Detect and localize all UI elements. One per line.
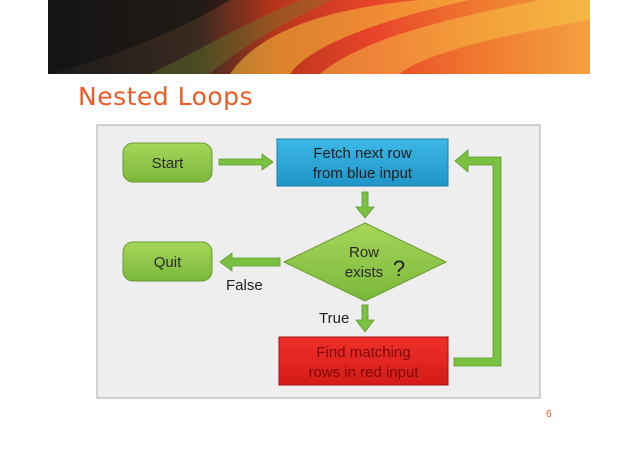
- true-label: True: [319, 310, 349, 327]
- quit-node: [122, 241, 213, 282]
- false-label: False: [226, 277, 263, 294]
- page-number: 6: [546, 409, 552, 420]
- decision-question-mark: ?: [393, 256, 405, 281]
- start-node: [122, 142, 213, 183]
- find-label-line2: rows in red input: [308, 364, 419, 381]
- arrow-loop-back: [453, 149, 502, 367]
- quit-label: Quit: [154, 254, 182, 271]
- arrow-fetch-to-decision: [355, 191, 375, 219]
- start-label: Start: [152, 155, 185, 172]
- fetch-node: [276, 138, 449, 187]
- arrow-start-to-fetch: [218, 153, 274, 171]
- fetch-label-line1: Fetch next row: [313, 145, 412, 162]
- decision-node: [282, 222, 448, 302]
- slide-title: Nested Loops: [78, 82, 254, 111]
- fetch-label-line2: from blue input: [313, 165, 413, 182]
- decision-label-line1: Row: [349, 244, 379, 261]
- arrow-decision-to-quit: [219, 252, 281, 272]
- find-label-line1: Find matching: [316, 344, 410, 361]
- decision-label-line2: exists: [345, 264, 383, 281]
- find-node: [278, 336, 449, 386]
- arrow-decision-to-find: [355, 304, 375, 333]
- header-banner: [48, 0, 590, 74]
